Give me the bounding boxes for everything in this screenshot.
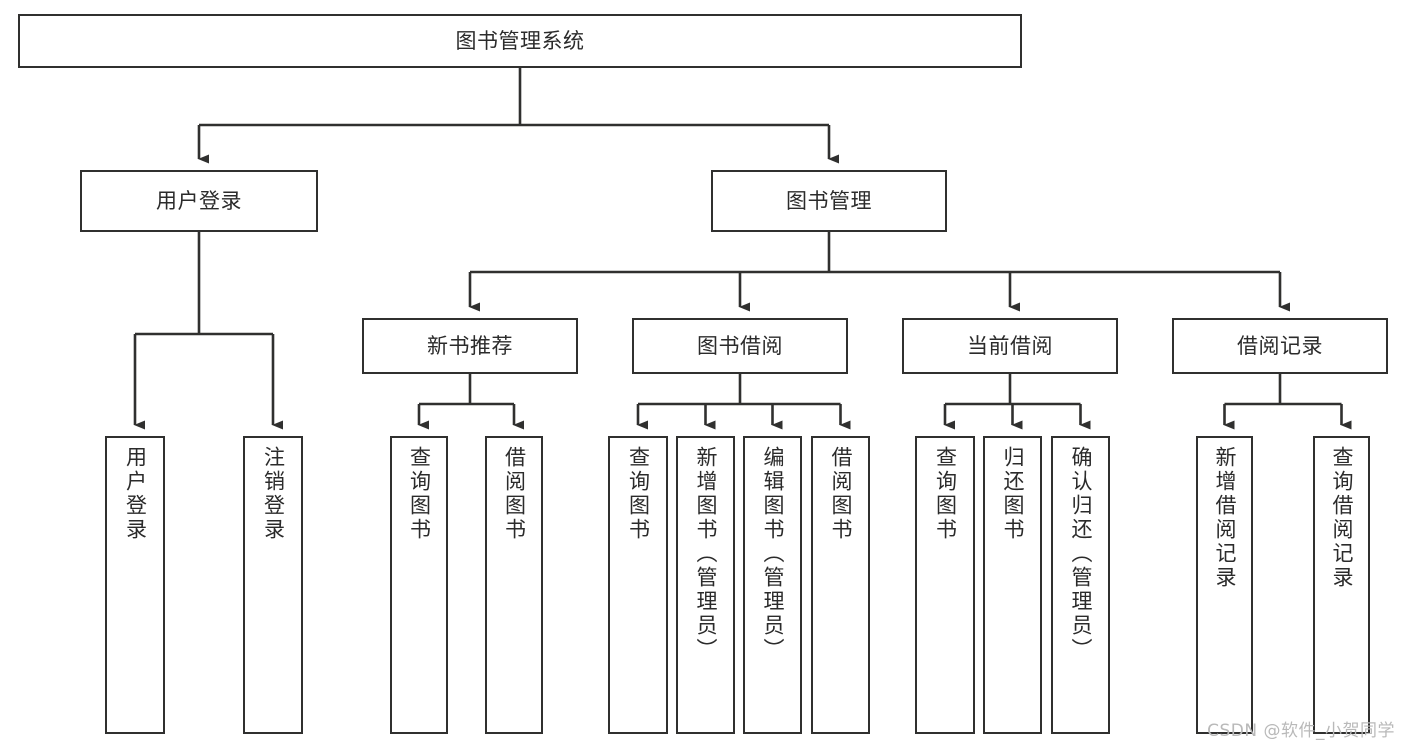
node-label: 查询图书 xyxy=(933,446,958,542)
node-label: 用户登录 xyxy=(156,188,242,213)
node-leaf_b2[interactable]: 编辑图书（管理员） xyxy=(743,436,802,734)
node-label: 归还图书 xyxy=(1001,446,1025,542)
node-leaf_c1[interactable]: 归还图书 xyxy=(983,436,1042,734)
node-leaf_n1[interactable]: 借阅图书 xyxy=(485,436,543,734)
node-leaf_c2[interactable]: 确认归还（管理员） xyxy=(1051,436,1110,734)
node-leaf_r0[interactable]: 新增借阅记录 xyxy=(1196,436,1253,734)
node-label: 图书借阅 xyxy=(697,333,783,358)
node-leaf_u0[interactable]: 用户登录 xyxy=(105,436,165,734)
node-l1_0[interactable]: 用户登录 xyxy=(80,170,318,232)
watermark-label: CSDN @软件_小贺同学 xyxy=(1207,721,1395,741)
node-label: 编辑图书（管理员） xyxy=(761,446,785,662)
node-label: 图书管理系统 xyxy=(455,28,585,53)
node-leaf_u1[interactable]: 注销登录 xyxy=(243,436,303,734)
node-l2_2[interactable]: 当前借阅 xyxy=(902,318,1118,374)
node-root[interactable]: 图书管理系统 xyxy=(18,14,1022,68)
node-leaf_b3[interactable]: 借阅图书 xyxy=(811,436,870,734)
node-label: 新书推荐 xyxy=(427,333,513,358)
node-label: 新增借阅记录 xyxy=(1213,446,1237,590)
node-label: 查询图书 xyxy=(626,446,651,542)
node-leaf_c0[interactable]: 查询图书 xyxy=(915,436,975,734)
node-leaf_n0[interactable]: 查询图书 xyxy=(390,436,448,734)
node-label: 查询图书 xyxy=(407,446,432,542)
node-l1_1[interactable]: 图书管理 xyxy=(711,170,947,232)
node-label: 借阅记录 xyxy=(1237,333,1323,358)
node-label: 图书管理 xyxy=(786,188,872,213)
node-label: 新增图书（管理员） xyxy=(694,446,718,662)
node-l2_3[interactable]: 借阅记录 xyxy=(1172,318,1388,374)
node-leaf_b1[interactable]: 新增图书（管理员） xyxy=(676,436,735,734)
node-l2_0[interactable]: 新书推荐 xyxy=(362,318,578,374)
node-label: 当前借阅 xyxy=(967,333,1053,358)
node-label: 借阅图书 xyxy=(829,446,853,542)
node-label: 用户登录 xyxy=(123,446,148,542)
node-label: 查询借阅记录 xyxy=(1330,446,1354,590)
node-label: 确认归还（管理员） xyxy=(1069,446,1093,662)
node-leaf_b0[interactable]: 查询图书 xyxy=(608,436,668,734)
node-l2_1[interactable]: 图书借阅 xyxy=(632,318,848,374)
node-leaf_r1[interactable]: 查询借阅记录 xyxy=(1313,436,1370,734)
node-label: 借阅图书 xyxy=(502,446,527,542)
node-label: 注销登录 xyxy=(261,446,286,542)
